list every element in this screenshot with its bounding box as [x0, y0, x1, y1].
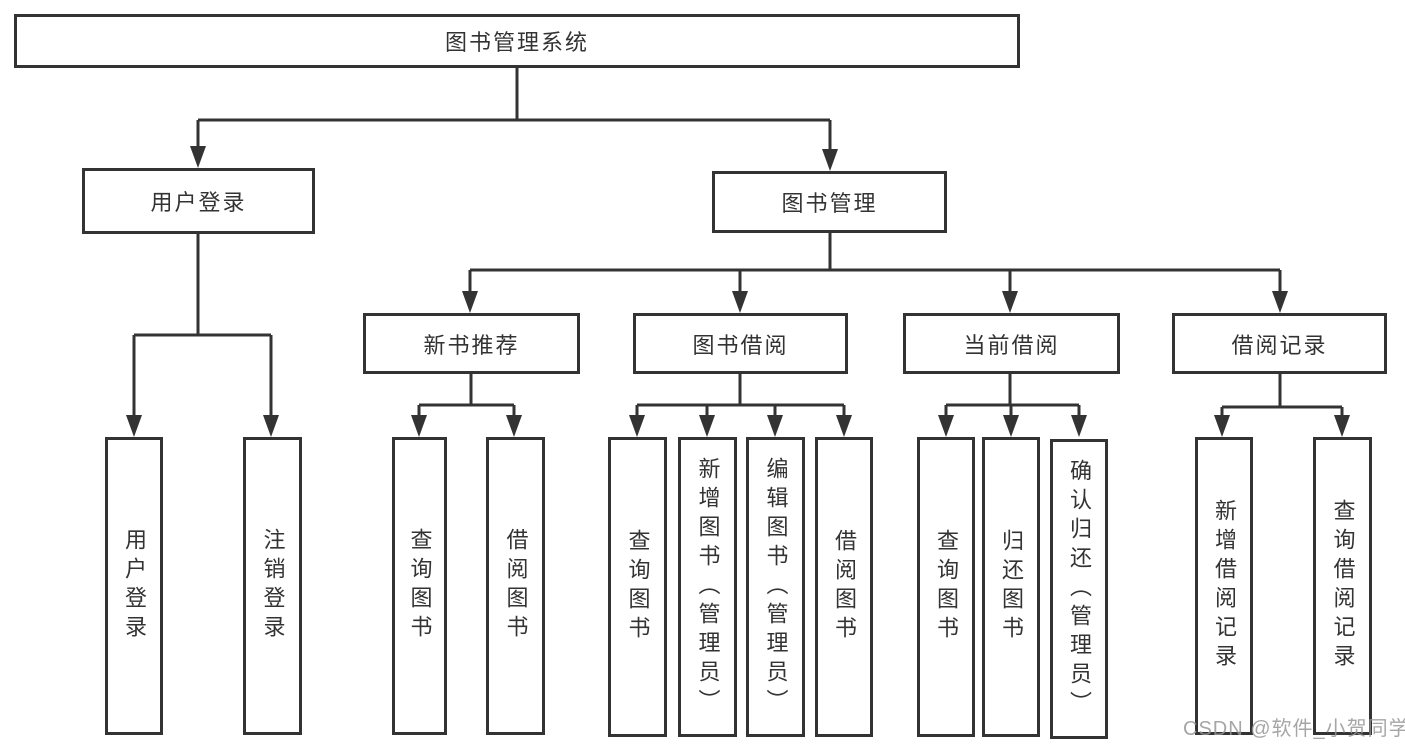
node-user-login: 用户登录 [82, 168, 315, 234]
leaf-cb-query-books-label: 查询图书 [934, 529, 959, 645]
leaf-nb-query-books-label: 查询图书 [407, 528, 433, 644]
leaf-logout-label: 注销登录 [260, 528, 286, 644]
leaf-nb-borrow-books: 借阅图书 [486, 437, 545, 735]
arrowheads [126, 146, 1350, 437]
node-book-management-label: 图书管理 [781, 191, 878, 216]
node-user-login-label: 用户登录 [150, 190, 247, 215]
leaf-cb-query-books: 查询图书 [917, 437, 975, 737]
leaf-bb-query-books: 查询图书 [608, 437, 667, 737]
leaf-cb-confirm-return-admin: 确认归还（管理员） [1050, 439, 1108, 739]
leaf-bb-query-books-label: 查询图书 [625, 529, 651, 645]
node-book-borrow-label: 图书借阅 [692, 332, 789, 358]
leaf-user-login: 用户登录 [105, 437, 163, 735]
leaf-br-query-record-label: 查询借阅记录 [1330, 499, 1356, 673]
node-root: 图书管理系统 [14, 14, 1020, 68]
leaf-cb-return-books-label: 归还图书 [999, 529, 1024, 645]
node-current-borrow: 当前借阅 [903, 313, 1120, 374]
leaf-br-add-record: 新增借阅记录 [1195, 437, 1253, 735]
node-current-borrow-label: 当前借阅 [963, 332, 1060, 358]
csdn-watermark: CSDN @软件_小贺同学 [1183, 718, 1405, 740]
leaf-cb-confirm-return-admin-label: 确认归还（管理员） [1067, 458, 1092, 720]
node-book-borrow: 图书借阅 [633, 313, 848, 374]
leaf-bb-borrow-books: 借阅图书 [815, 437, 873, 737]
node-root-label: 图书管理系统 [444, 30, 589, 55]
node-new-book-recommend-label: 新书推荐 [423, 332, 520, 358]
leaf-br-add-record-label: 新增借阅记录 [1212, 499, 1237, 673]
leaf-br-query-record: 查询借阅记录 [1313, 437, 1372, 735]
leaf-nb-borrow-books-label: 借阅图书 [503, 528, 529, 644]
leaf-bb-add-books-admin: 新增图书（管理员） [678, 437, 737, 737]
leaf-bb-edit-books-admin-label: 编辑图书（管理员） [763, 456, 789, 718]
node-book-management: 图书管理 [712, 171, 947, 233]
node-borrow-records: 借阅记录 [1172, 313, 1387, 374]
leaf-user-login-label: 用户登录 [122, 528, 147, 644]
leaf-nb-query-books: 查询图书 [392, 437, 447, 735]
node-borrow-records-label: 借阅记录 [1231, 332, 1328, 358]
leaf-bb-add-books-admin-label: 新增图书（管理员） [695, 456, 721, 718]
leaf-cb-return-books: 归还图书 [982, 437, 1040, 737]
node-new-book-recommend: 新书推荐 [363, 313, 580, 374]
leaf-bb-edit-books-admin: 编辑图书（管理员） [746, 437, 805, 737]
leaf-bb-borrow-books-label: 借阅图书 [832, 529, 857, 645]
leaf-logout: 注销登录 [243, 437, 302, 735]
